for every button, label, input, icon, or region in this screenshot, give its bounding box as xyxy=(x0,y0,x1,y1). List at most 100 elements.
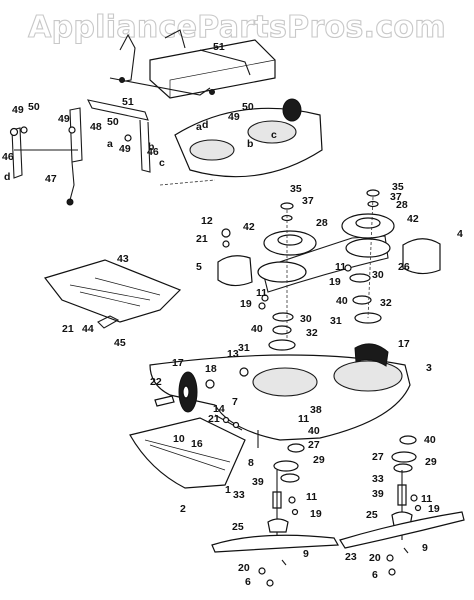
bushing xyxy=(9,127,19,137)
mower-deck xyxy=(129,343,411,489)
callout-49: 49 xyxy=(58,113,70,125)
spacer-30 xyxy=(349,273,371,283)
bearing-29 xyxy=(393,463,413,473)
callout-35: 35 xyxy=(290,183,302,195)
callout-28: 28 xyxy=(316,217,328,229)
callout-21: 21 xyxy=(62,323,74,335)
lift-linkage-assembly xyxy=(9,29,276,206)
washer-20 xyxy=(258,567,266,575)
washer xyxy=(20,126,28,134)
bolt-9 xyxy=(281,559,287,566)
callout-11: 11 xyxy=(256,287,267,299)
callout-33: 33 xyxy=(233,489,245,501)
callout-39: 39 xyxy=(252,476,264,488)
callout-11: 11 xyxy=(306,491,317,503)
callout-40: 40 xyxy=(424,434,436,446)
callout-9: 9 xyxy=(303,548,309,560)
callout-a: a xyxy=(196,121,202,133)
spacer-40 xyxy=(272,325,292,335)
callout-27: 27 xyxy=(372,451,384,463)
callout-d: d xyxy=(202,119,208,131)
lift-rod-right xyxy=(199,49,251,76)
callout-46: 46 xyxy=(2,151,14,163)
bolt-11 xyxy=(261,294,269,302)
link-arm-47 xyxy=(69,161,75,201)
callout-19: 19 xyxy=(310,508,322,520)
callout-31: 31 xyxy=(330,315,342,327)
callout-25: 25 xyxy=(232,521,244,533)
lift-rod-lower xyxy=(109,77,211,96)
spindle-well-left xyxy=(252,367,318,397)
callout-11: 11 xyxy=(335,261,346,273)
callout-40: 40 xyxy=(336,295,348,307)
spindle-housing-27 xyxy=(391,451,417,463)
upper-deck-view xyxy=(159,98,323,186)
callout-17: 17 xyxy=(398,338,410,350)
callout-49: 49 xyxy=(119,143,131,155)
bushing xyxy=(68,126,76,134)
pulley-hub xyxy=(355,217,381,229)
idler-pulley xyxy=(345,238,391,258)
callout-49: 49 xyxy=(228,111,240,123)
pivot-pin xyxy=(209,89,215,95)
pivot-pin xyxy=(119,77,125,83)
wheel-hub xyxy=(182,385,190,399)
spindle-assembly-right xyxy=(339,435,465,576)
washer-19 xyxy=(258,302,266,310)
callout-47: 47 xyxy=(45,173,57,185)
deck-cover-plate xyxy=(43,259,182,329)
callout-20: 20 xyxy=(369,552,381,564)
callout-50: 50 xyxy=(242,101,254,113)
belt-guard-left xyxy=(217,255,253,287)
upper-spindle-well xyxy=(189,139,235,161)
leader-dash xyxy=(159,179,216,186)
callout-46: 46 xyxy=(147,146,159,158)
callout-19: 19 xyxy=(240,298,252,310)
gauge-wheel-right xyxy=(354,343,389,367)
callout-50: 50 xyxy=(107,116,119,128)
callout-c: c xyxy=(159,157,165,169)
bolt-11 xyxy=(410,494,418,502)
callout-d: d xyxy=(4,171,10,183)
callout-40: 40 xyxy=(308,425,320,437)
belt-guard-right xyxy=(402,238,441,275)
cover-plate-43 xyxy=(43,259,182,323)
callout-50: 50 xyxy=(28,101,40,113)
bolt-11 xyxy=(288,496,296,504)
link-arm-48 xyxy=(69,107,83,163)
callout-1: 1 xyxy=(225,484,231,496)
callout-42: 42 xyxy=(243,221,255,233)
callout-42: 42 xyxy=(407,213,419,225)
callout-a: a xyxy=(107,138,113,150)
spacer-30 xyxy=(272,312,294,322)
callout-6: 6 xyxy=(245,576,251,588)
nut-6 xyxy=(266,579,274,587)
callout-48: 48 xyxy=(90,121,102,133)
blade-left xyxy=(211,534,340,553)
callout-c: c xyxy=(271,129,277,141)
cross-link xyxy=(86,99,149,121)
callout-30: 30 xyxy=(300,313,312,325)
callout-26: 26 xyxy=(398,261,410,273)
nut-13 xyxy=(239,367,249,377)
link-arm-46-left xyxy=(11,127,23,179)
spacer-18 xyxy=(205,379,215,389)
frame-edge xyxy=(169,59,276,98)
frame-plate xyxy=(149,39,276,99)
callout-43: 43 xyxy=(117,253,129,265)
chute-ribs xyxy=(144,439,231,471)
upper-deck-wheel xyxy=(282,98,302,122)
plate-ribs xyxy=(69,277,161,307)
callout-b: b xyxy=(148,141,154,153)
callout-7: 7 xyxy=(232,396,238,408)
callout-8: 8 xyxy=(248,457,254,469)
callout-16: 16 xyxy=(191,438,203,450)
blade-right xyxy=(339,511,465,549)
nut-12 xyxy=(221,228,231,238)
bolt-9 xyxy=(403,547,409,554)
callout-10: 10 xyxy=(173,433,185,445)
spindle-cap-40 xyxy=(399,435,417,445)
